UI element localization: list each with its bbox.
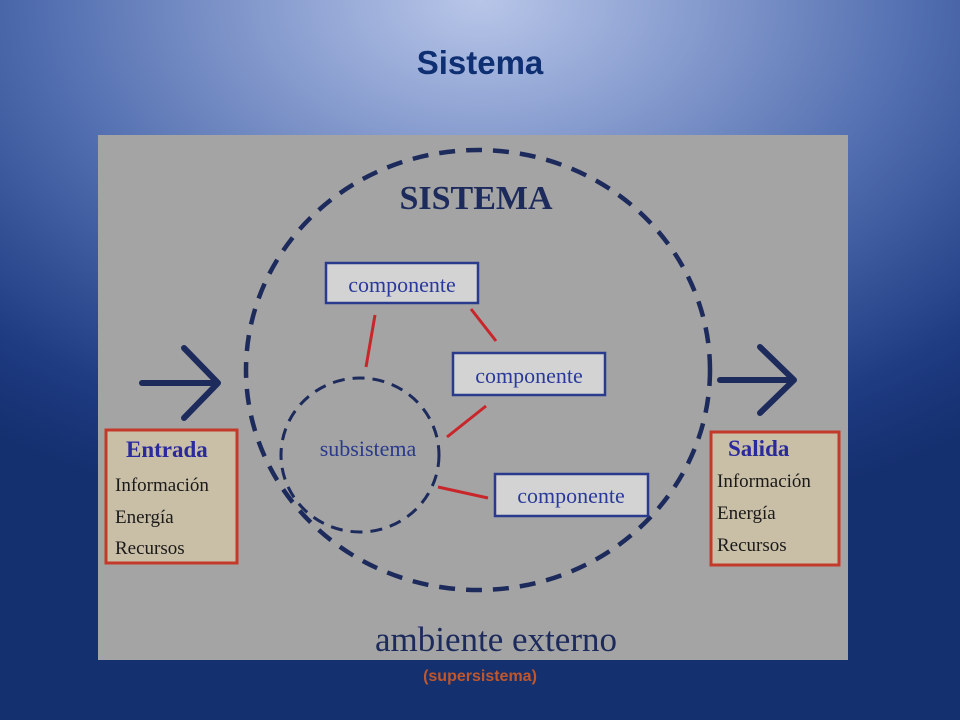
input-box: Entrada Información Energía Recursos	[104, 428, 239, 565]
slide-title: Sistema	[416, 44, 544, 81]
system-diagram: SISTEMA subsistema componente componente…	[98, 135, 848, 660]
input-item: Energía	[115, 507, 174, 528]
system-boundary	[243, 147, 713, 593]
system-diagram-canvas: SISTEMA subsistema componente componente…	[104, 147, 841, 659]
system-label: SISTEMA	[399, 180, 552, 217]
output-item: Información	[717, 471, 811, 492]
component-box: componente	[324, 261, 480, 305]
input-item: Información	[115, 475, 209, 496]
component-label: componente	[517, 483, 625, 508]
connector-line	[469, 308, 498, 342]
connector-line	[437, 485, 489, 500]
arrow-right-icon	[139, 345, 221, 421]
environment-label: ambiente externo	[375, 620, 617, 659]
connector-line	[446, 404, 487, 439]
output-item: Recursos	[717, 535, 787, 556]
output-item: Energía	[717, 503, 776, 524]
supersystem-caption: (supersistema)	[423, 668, 537, 685]
output-box: Salida Información Energía Recursos	[709, 430, 841, 567]
input-item: Recursos	[115, 538, 185, 559]
component-box: componente	[451, 351, 607, 397]
input-heading: Entrada	[126, 437, 208, 462]
subsystem-label: subsistema	[320, 436, 417, 461]
connector-line	[364, 314, 377, 368]
output-heading: Salida	[728, 436, 790, 461]
component-box: componente	[493, 472, 650, 518]
subsystem-boundary	[279, 376, 441, 534]
component-label: componente	[348, 272, 456, 297]
component-label: componente	[475, 363, 583, 388]
arrow-right-icon	[717, 344, 797, 416]
